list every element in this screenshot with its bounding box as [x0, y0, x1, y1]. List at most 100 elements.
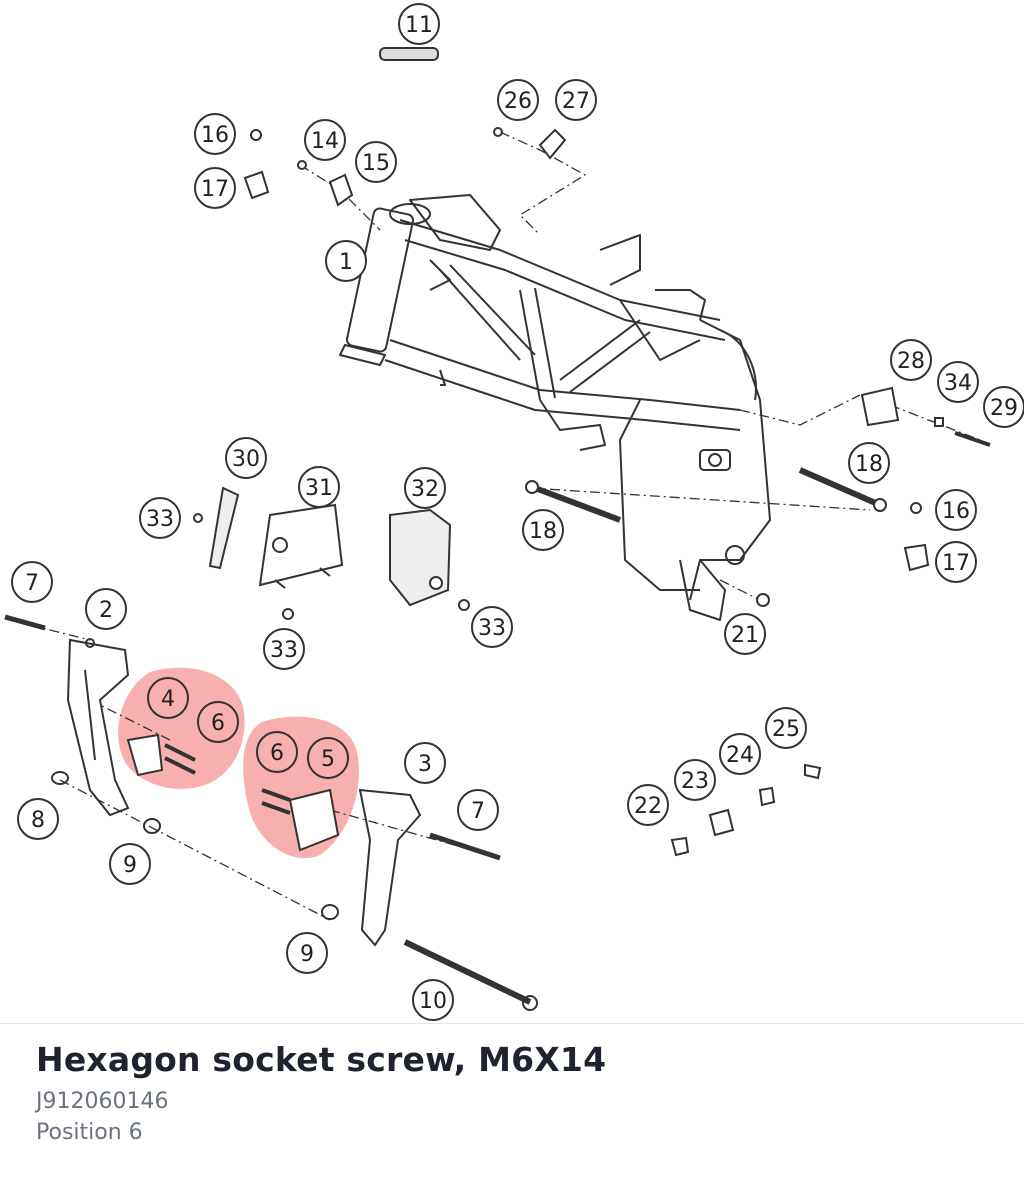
callout-circle: [194, 167, 236, 209]
callout-c25: 25: [765, 707, 807, 749]
callout-circle: [724, 613, 766, 655]
footrest-bracket-right: [321, 788, 538, 1011]
callout-circle: [263, 628, 305, 670]
callout-c9b: 9: [286, 932, 328, 974]
rod-part-11: [379, 47, 439, 61]
callout-circle: [307, 737, 349, 779]
callout-c18b: 18: [522, 509, 564, 551]
callout-label: 18: [855, 452, 883, 477]
callout-circle: [497, 79, 539, 121]
callout-label: 24: [726, 743, 754, 768]
callout-c1: 1: [325, 240, 367, 282]
callout-circle: [719, 733, 761, 775]
part-position: Position 6: [36, 1120, 143, 1145]
callout-c26: 26: [497, 79, 539, 121]
callout-label: 14: [311, 129, 339, 154]
callout-label: 34: [944, 371, 972, 396]
callout-label: 3: [418, 752, 432, 777]
callout-label: 5: [321, 747, 335, 772]
callout-c5[interactable]: 5: [307, 737, 349, 779]
callout-c15: 15: [355, 141, 397, 183]
small-parts: [193, 47, 991, 857]
callout-circle: [404, 742, 446, 784]
callout-c27: 27: [555, 79, 597, 121]
callout-c4[interactable]: 4: [147, 677, 189, 719]
callout-label: 16: [942, 499, 970, 524]
callout-circle: [848, 442, 890, 484]
callout-circle: [627, 784, 669, 826]
callout-label: 29: [990, 396, 1018, 421]
callout-circle: [256, 731, 298, 773]
mounting-plate-4: [126, 733, 196, 777]
callout-label: 33: [478, 616, 506, 641]
callout-label: 11: [405, 13, 433, 38]
callout-circle: [139, 497, 181, 539]
callout-circle: [85, 588, 127, 630]
callout-c6b[interactable]: 6: [256, 731, 298, 773]
callout-c22: 22: [627, 784, 669, 826]
callout-label: 33: [270, 638, 298, 663]
part-info-panel: Hexagon socket screw, M6X14 J912060146 P…: [36, 1040, 606, 1145]
callout-c29: 29: [983, 386, 1024, 428]
callout-circle: [935, 541, 977, 583]
callout-circle: [194, 113, 236, 155]
callout-circle: [147, 677, 189, 719]
callout-label: 33: [146, 507, 174, 532]
callout-circle: [298, 466, 340, 508]
callout-c11: 11: [398, 3, 440, 45]
callout-c2: 2: [85, 588, 127, 630]
callout-label: 18: [529, 519, 557, 544]
callout-c33a: 33: [139, 497, 181, 539]
callout-circle: [355, 141, 397, 183]
callout-c9a: 9: [109, 843, 151, 885]
callout-circle: [674, 759, 716, 801]
callout-circle: [11, 561, 53, 603]
callout-c33c: 33: [471, 606, 513, 648]
callout-circle: [983, 386, 1024, 428]
frame-assembly: [339, 194, 771, 621]
callout-c17b: 17: [935, 541, 977, 583]
callout-label: 17: [942, 551, 970, 576]
callout-label: 26: [504, 89, 532, 114]
callout-circle: [890, 339, 932, 381]
callout-circle: [225, 437, 267, 479]
callout-label: 28: [897, 349, 925, 374]
callout-circle: [937, 361, 979, 403]
callout-label: 22: [634, 794, 662, 819]
callout-label: 27: [562, 89, 590, 114]
callout-circle: [522, 509, 564, 551]
callout-c24: 24: [719, 733, 761, 775]
callout-label: 30: [232, 447, 260, 472]
callout-c6a[interactable]: 6: [197, 701, 239, 743]
callout-c14: 14: [304, 119, 346, 161]
callout-label: 21: [731, 623, 759, 648]
callout-label: 23: [681, 769, 709, 794]
callout-circle: [555, 79, 597, 121]
callout-label: 6: [270, 741, 284, 766]
part-number: J912060146: [36, 1089, 169, 1114]
callout-c23: 23: [674, 759, 716, 801]
callout-circle: [471, 606, 513, 648]
callout-circle: [325, 240, 367, 282]
callout-circle: [457, 789, 499, 831]
callout-c16b: 16: [935, 489, 977, 531]
callout-label: 9: [300, 942, 314, 967]
callout-label: 15: [362, 151, 390, 176]
callout-label: 1: [339, 250, 353, 275]
callout-c7a: 7: [11, 561, 53, 603]
callout-label: 7: [471, 799, 485, 824]
callout-c33b: 33: [263, 628, 305, 670]
callout-c16a: 16: [194, 113, 236, 155]
footrest-bracket-left: [4, 614, 161, 834]
callout-circle: [404, 467, 446, 509]
callout-c21: 21: [724, 613, 766, 655]
callout-label: 7: [25, 571, 39, 596]
callout-label: 4: [161, 687, 175, 712]
callout-circle: [197, 701, 239, 743]
callout-circle: [17, 798, 59, 840]
divider: [0, 1023, 1024, 1024]
callout-c32: 32: [404, 467, 446, 509]
callout-c30: 30: [225, 437, 267, 479]
callout-circle: [286, 932, 328, 974]
